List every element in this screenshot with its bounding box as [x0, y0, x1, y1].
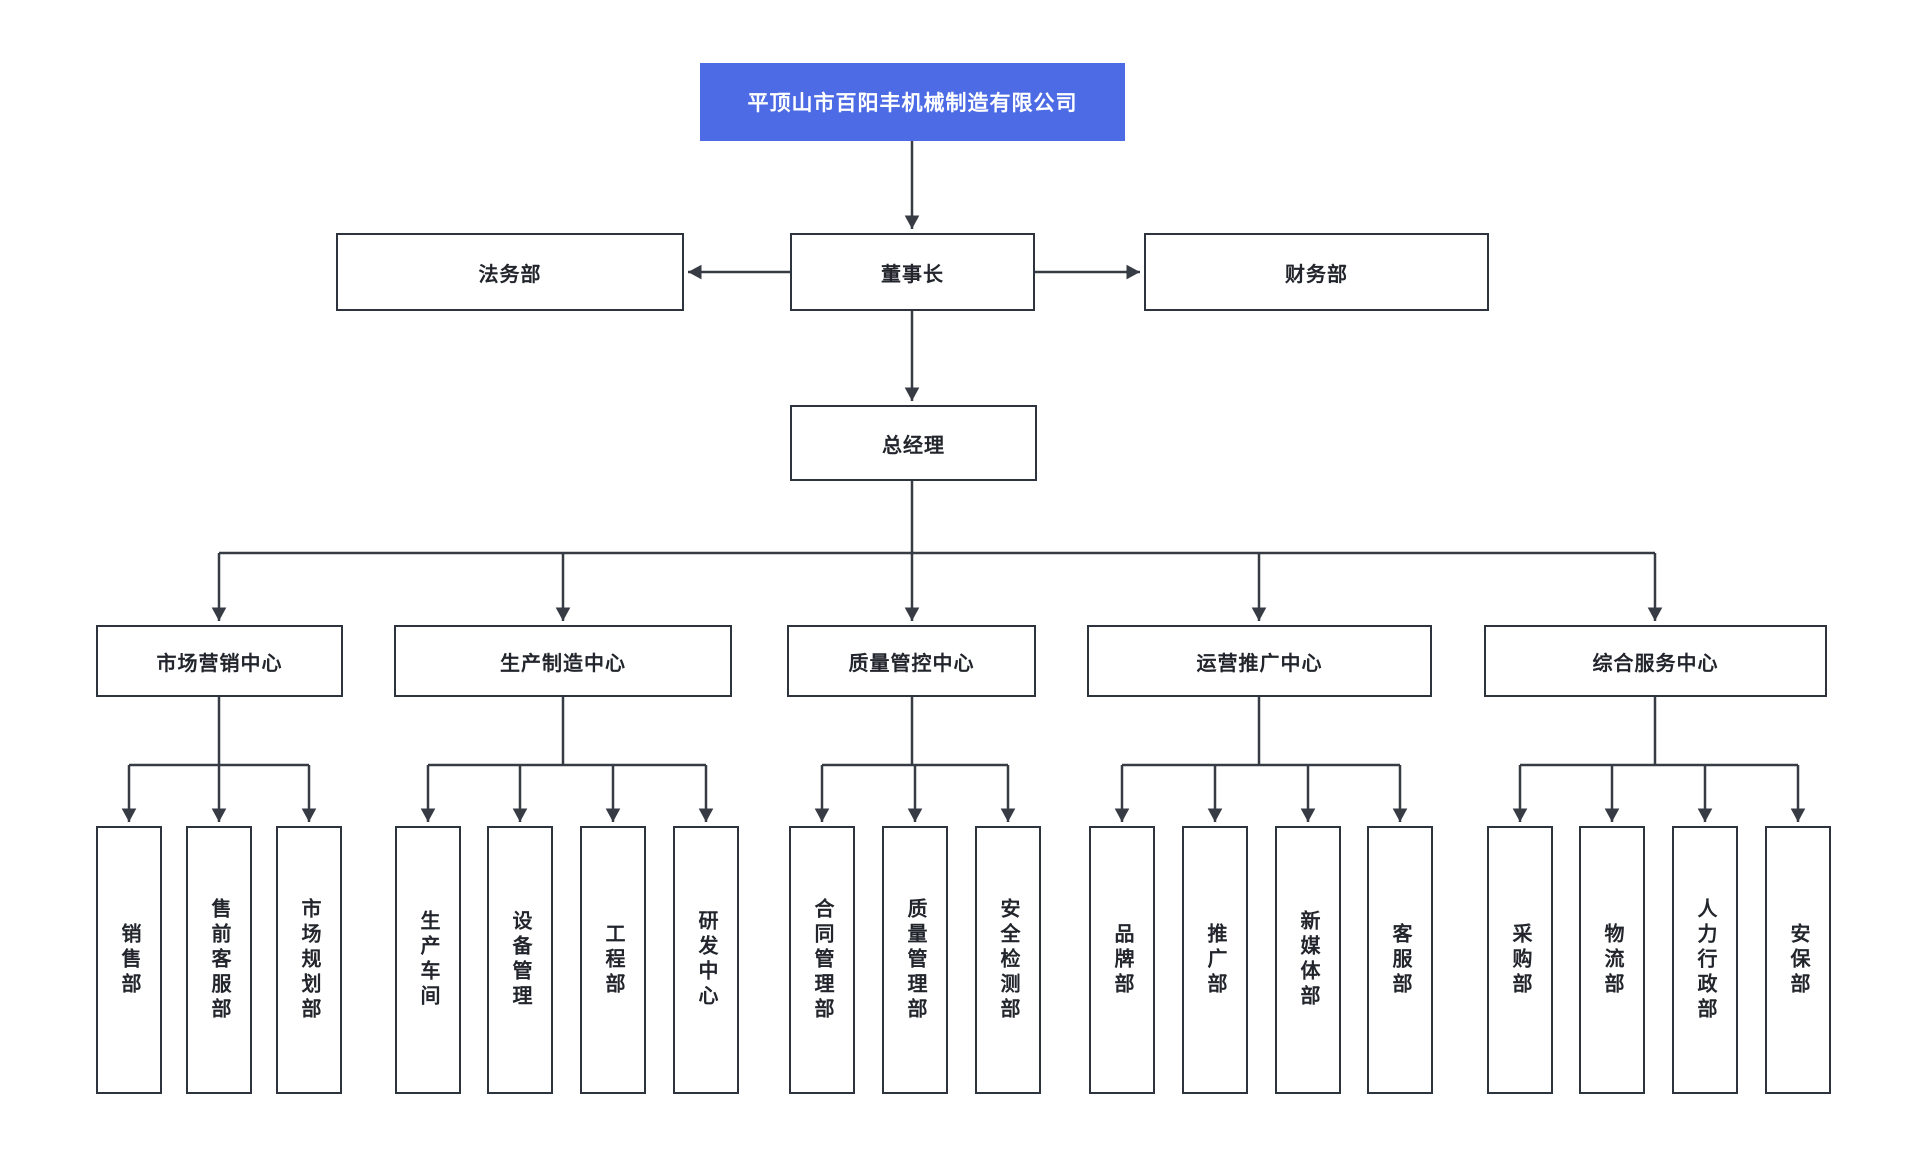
node-manufacturing-center[interactable]: 生产制造中心: [394, 625, 732, 697]
safety-inspection-dept-label: 安全检测部: [997, 897, 1019, 1023]
node-engineering-dept[interactable]: 工程部: [580, 826, 646, 1094]
production-workshop-label: 生产车间: [417, 910, 439, 1010]
market-planning-dept-label: 市场规划部: [298, 897, 320, 1023]
operations-promotion-center-label: 运营推广中心: [1196, 652, 1323, 675]
node-company-root[interactable]: 平顶山市百阳丰机械制造有限公司: [700, 63, 1125, 141]
general-services-center-label: 综合服务中心: [1592, 652, 1719, 675]
node-hr-admin-dept[interactable]: 人力行政部: [1672, 826, 1738, 1094]
security-dept-label: 安保部: [1787, 922, 1809, 998]
finance-dept-label: 财务部: [1285, 263, 1348, 286]
promotion-dept-label: 推广部: [1204, 922, 1226, 998]
node-quality-control-center[interactable]: 质量管控中心: [787, 625, 1036, 697]
node-general-services-center[interactable]: 综合服务中心: [1484, 625, 1827, 697]
new-media-dept-label: 新媒体部: [1297, 910, 1319, 1010]
contract-management-dept-label: 合同管理部: [811, 897, 833, 1023]
node-equipment-management[interactable]: 设备管理: [487, 826, 553, 1094]
node-market-planning-dept[interactable]: 市场规划部: [276, 826, 342, 1094]
company-name-label: 平顶山市百阳丰机械制造有限公司: [747, 92, 1078, 115]
node-sales-dept[interactable]: 销售部: [96, 826, 162, 1094]
procurement-dept-label: 采购部: [1509, 922, 1531, 998]
node-promotion-dept[interactable]: 推广部: [1182, 826, 1248, 1094]
node-logistics-dept[interactable]: 物流部: [1579, 826, 1645, 1094]
node-chairman[interactable]: 董事长: [790, 233, 1035, 311]
node-finance-dept[interactable]: 财务部: [1144, 233, 1489, 311]
node-general-manager[interactable]: 总经理: [790, 405, 1037, 481]
general-manager-label: 总经理: [882, 434, 945, 457]
node-production-workshop[interactable]: 生产车间: [395, 826, 461, 1094]
manufacturing-center-label: 生产制造中心: [500, 652, 626, 675]
marketing-center-label: 市场营销中心: [156, 652, 283, 675]
equipment-management-label: 设备管理: [509, 910, 531, 1010]
chairman-label: 董事长: [881, 263, 944, 286]
quality-control-center-label: 质量管控中心: [848, 652, 975, 675]
node-new-media-dept[interactable]: 新媒体部: [1275, 826, 1341, 1094]
node-brand-dept[interactable]: 品牌部: [1089, 826, 1155, 1094]
customer-service-dept-label: 客服部: [1389, 922, 1411, 998]
node-customer-service-dept[interactable]: 客服部: [1367, 826, 1433, 1094]
brand-dept-label: 品牌部: [1111, 922, 1133, 998]
node-marketing-center[interactable]: 市场营销中心: [96, 625, 343, 697]
node-operations-promotion-center[interactable]: 运营推广中心: [1087, 625, 1432, 697]
node-security-dept[interactable]: 安保部: [1765, 826, 1831, 1094]
node-safety-inspection-dept[interactable]: 安全检测部: [975, 826, 1041, 1094]
node-quality-management-dept[interactable]: 质量管理部: [882, 826, 948, 1094]
node-contract-management-dept[interactable]: 合同管理部: [789, 826, 855, 1094]
node-rd-center[interactable]: 研发中心: [673, 826, 739, 1094]
node-procurement-dept[interactable]: 采购部: [1487, 826, 1553, 1094]
logistics-dept-label: 物流部: [1601, 922, 1623, 998]
node-legal-dept[interactable]: 法务部: [336, 233, 684, 311]
presales-service-dept-label: 售前客服部: [208, 897, 230, 1023]
legal-dept-label: 法务部: [478, 263, 542, 286]
sales-dept-label: 销售部: [118, 922, 140, 998]
node-presales-service-dept[interactable]: 售前客服部: [186, 826, 252, 1094]
hr-admin-dept-label: 人力行政部: [1694, 897, 1716, 1023]
engineering-dept-label: 工程部: [602, 922, 624, 998]
rd-center-label: 研发中心: [695, 910, 717, 1010]
quality-management-dept-label: 质量管理部: [904, 897, 926, 1023]
